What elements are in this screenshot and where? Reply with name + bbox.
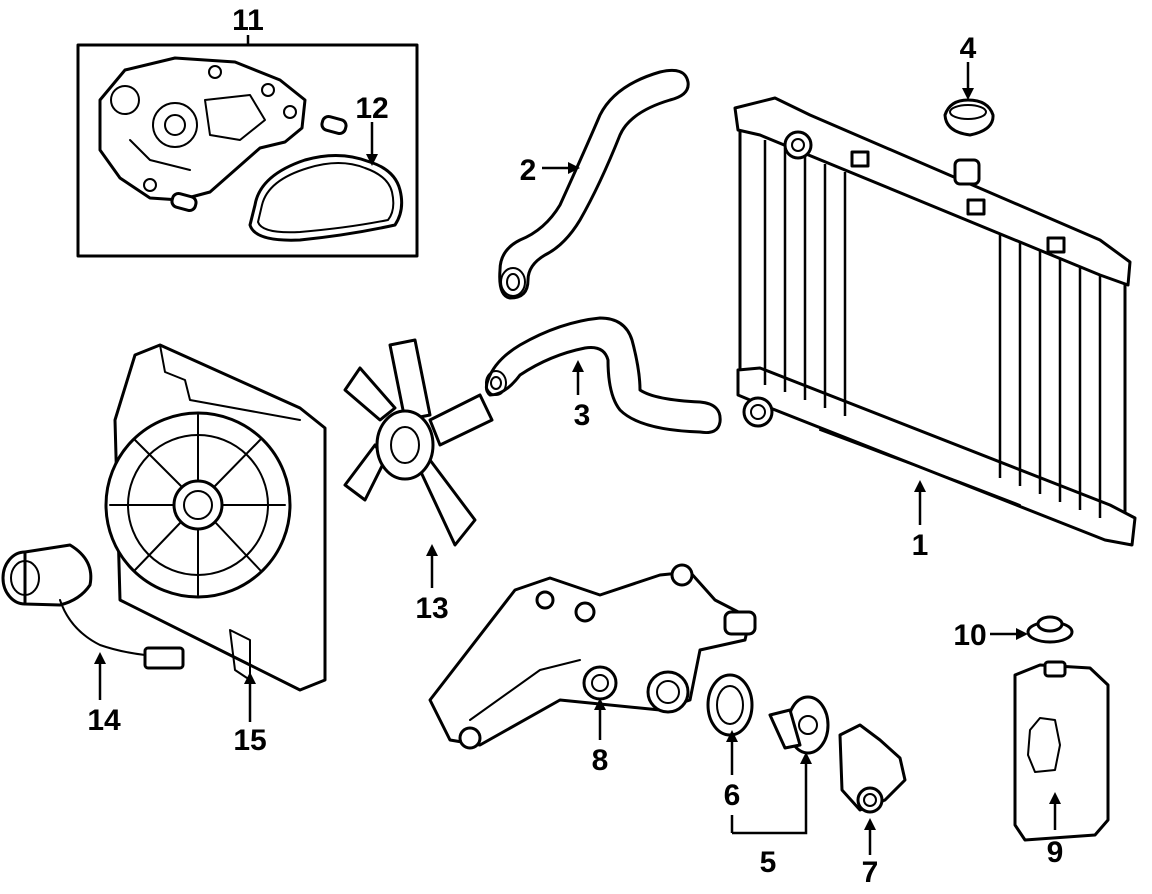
radiator-cap bbox=[943, 98, 995, 137]
callout-1: 1 bbox=[912, 529, 929, 562]
water-pump-assembly bbox=[76, 43, 419, 258]
coolant-reservoir bbox=[1013, 660, 1110, 842]
thermostat bbox=[768, 695, 830, 755]
arrowheads bbox=[94, 88, 1061, 830]
callout-2: 2 bbox=[520, 154, 537, 187]
callout-8: 8 bbox=[592, 744, 609, 777]
callout-12: 12 bbox=[355, 92, 388, 125]
callout-labels: 11 12 2 3 4 1 10 9 13 8 14 15 6 5 7 bbox=[87, 4, 1063, 889]
callout-9: 9 bbox=[1047, 836, 1064, 869]
callout-11: 11 bbox=[232, 4, 264, 37]
reservoir-cap bbox=[1026, 615, 1074, 644]
upper-radiator-hose bbox=[498, 68, 690, 300]
fan-shroud bbox=[104, 343, 327, 692]
fan-motor bbox=[1, 543, 185, 670]
callout-3: 3 bbox=[574, 399, 591, 432]
callout-13: 13 bbox=[415, 592, 448, 625]
callout-15: 15 bbox=[233, 724, 266, 757]
callout-4: 4 bbox=[960, 32, 977, 65]
radiator bbox=[733, 96, 1137, 547]
thermostat-housing bbox=[428, 563, 757, 750]
callout-7: 7 bbox=[862, 856, 879, 889]
leader-lines bbox=[98, 35, 1057, 855]
callout-6: 6 bbox=[724, 779, 741, 812]
callout-14: 14 bbox=[87, 704, 121, 737]
fan-blade bbox=[343, 338, 494, 547]
callout-10: 10 bbox=[953, 619, 986, 652]
water-outlet bbox=[838, 723, 907, 814]
lower-radiator-hose bbox=[484, 316, 722, 434]
thermostat-gasket bbox=[706, 673, 754, 737]
callout-5: 5 bbox=[760, 846, 777, 879]
